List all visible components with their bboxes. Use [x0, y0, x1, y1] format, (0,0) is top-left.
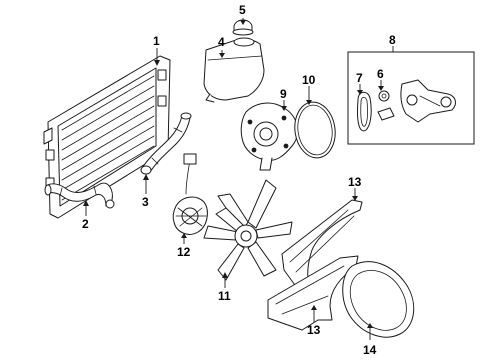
- upper-radiator-hose: [140, 112, 192, 175]
- leader-lines: [83, 18, 394, 340]
- callout-13-lower: 13: [307, 323, 321, 337]
- callout-1: 1: [153, 34, 160, 48]
- fan-shroud-ring: [342, 261, 415, 338]
- thermostat-housing: [400, 79, 456, 123]
- callout-11: 11: [218, 289, 231, 303]
- callout-3: 3: [142, 195, 149, 209]
- cooling-fan: [203, 179, 293, 281]
- callout-4: 4: [218, 35, 225, 49]
- callout-10: 10: [302, 73, 316, 87]
- radiator: [43, 55, 171, 219]
- water-pump-gasket: [294, 101, 336, 159]
- water-pump: [240, 102, 299, 171]
- lower-radiator-hose: [44, 182, 115, 209]
- reservoir-cap: [232, 19, 254, 36]
- callout-6: 6: [377, 67, 384, 81]
- callout-7: 7: [356, 71, 363, 85]
- callout-9: 9: [280, 87, 287, 101]
- callout-14: 14: [363, 343, 377, 357]
- thermostat-seal: [357, 91, 372, 132]
- thermostat-kit-box: [347, 51, 475, 145]
- thermostat: [377, 90, 395, 121]
- callout-2: 2: [82, 217, 89, 231]
- callout-5: 5: [239, 3, 246, 17]
- fan-shroud-lower: [267, 255, 359, 331]
- fan-motor: [172, 153, 208, 235]
- callout-12: 12: [177, 245, 191, 259]
- coolant-reservoir: [203, 37, 265, 103]
- callout-13-upper: 13: [348, 175, 362, 189]
- callout-8: 8: [389, 33, 396, 47]
